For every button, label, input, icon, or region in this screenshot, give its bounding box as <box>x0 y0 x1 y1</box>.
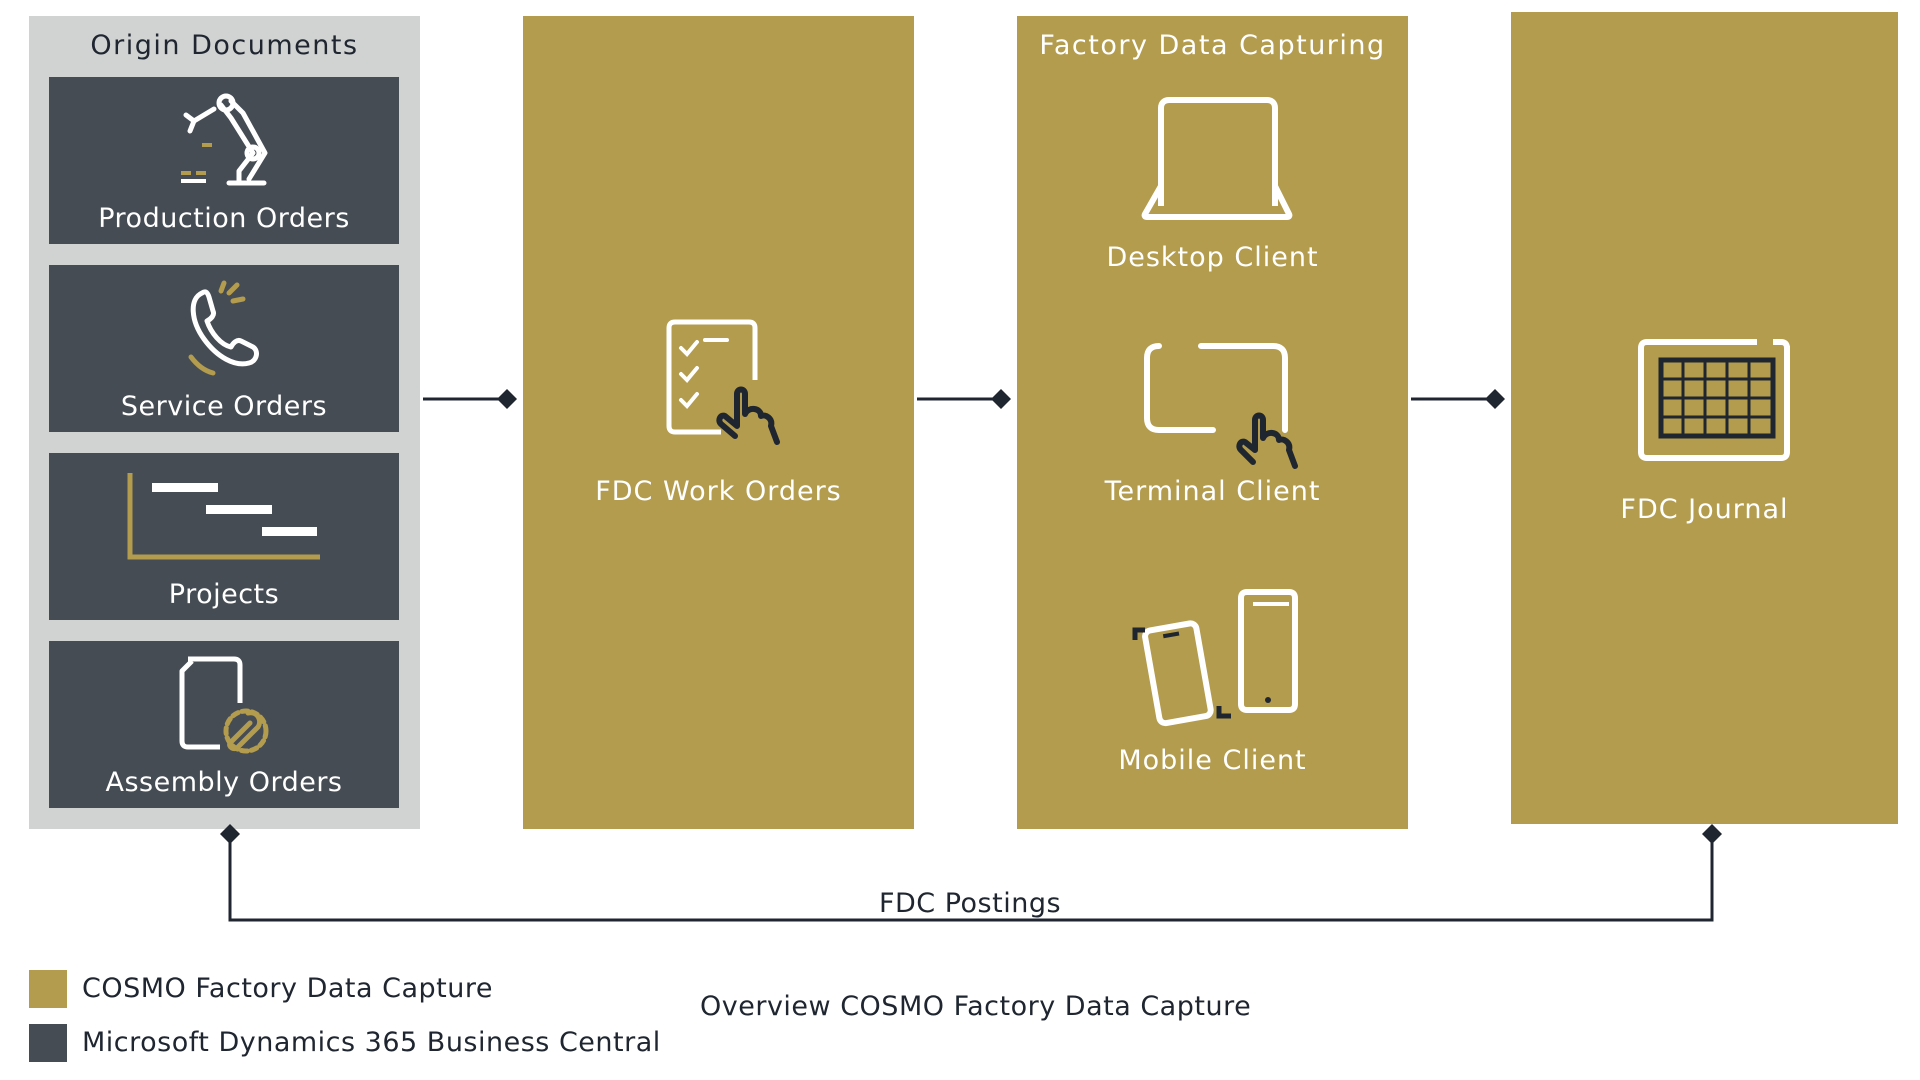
origin-documents-panel: Origin Documents <box>29 16 420 829</box>
tablet-touch-icon[interactable] <box>1143 342 1313 472</box>
desktop-client-label: Desktop Client <box>1106 242 1319 273</box>
mobile-devices-icon[interactable] <box>1129 588 1319 738</box>
assembly-orders-card[interactable]: Assembly Orders <box>49 641 399 808</box>
robot-arm-icon <box>49 83 399 193</box>
factory-data-capturing-panel: Factory Data Capturing Desktop Client Te… <box>1017 16 1408 829</box>
fdc-journal-panel[interactable]: FDC Journal <box>1511 12 1898 824</box>
service-orders-label: Service Orders <box>120 391 328 422</box>
checklist-touch-icon <box>665 318 795 458</box>
arrowhead-capturing <box>991 389 1011 409</box>
grid-table-icon <box>1637 338 1797 463</box>
laptop-icon[interactable] <box>1139 96 1295 221</box>
legend-swatch-microsoft <box>29 1024 67 1062</box>
connector-fdc-postings <box>228 842 1714 922</box>
legend-label-microsoft: Microsoft Dynamics 365 Business Central <box>82 1027 661 1058</box>
production-orders-label: Production Orders <box>98 203 350 234</box>
legend-label-cosmo: COSMO Factory Data Capture <box>82 973 493 1004</box>
fdc-postings-label: FDC Postings <box>878 888 1062 919</box>
production-orders-card[interactable]: Production Orders <box>49 77 399 244</box>
gantt-chart-icon <box>49 469 399 579</box>
phone-ringing-icon <box>49 271 399 381</box>
service-orders-card[interactable]: Service Orders <box>49 265 399 432</box>
arrowhead-work-orders <box>497 389 517 409</box>
origin-documents-title: Origin Documents <box>90 30 359 61</box>
fdc-journal-label: FDC Journal <box>1620 494 1789 525</box>
projects-label: Projects <box>168 579 280 610</box>
arrowhead-journal-bottom <box>1702 824 1722 844</box>
fdc-work-orders-label: FDC Work Orders <box>595 476 842 507</box>
mobile-client-label: Mobile Client <box>1118 745 1307 776</box>
arrowhead-journal <box>1485 389 1505 409</box>
terminal-client-label: Terminal Client <box>1104 476 1321 507</box>
assembly-orders-label: Assembly Orders <box>105 767 343 798</box>
fdc-work-orders-panel[interactable]: FDC Work Orders <box>523 16 914 829</box>
legend-swatch-cosmo <box>29 970 67 1008</box>
document-wrench-icon <box>49 647 399 757</box>
diagram-caption: Overview COSMO Factory Data Capture <box>700 991 1252 1022</box>
arrowhead-origin <box>220 824 240 844</box>
projects-card[interactable]: Projects <box>49 453 399 620</box>
factory-data-capturing-title: Factory Data Capturing <box>1039 30 1386 61</box>
